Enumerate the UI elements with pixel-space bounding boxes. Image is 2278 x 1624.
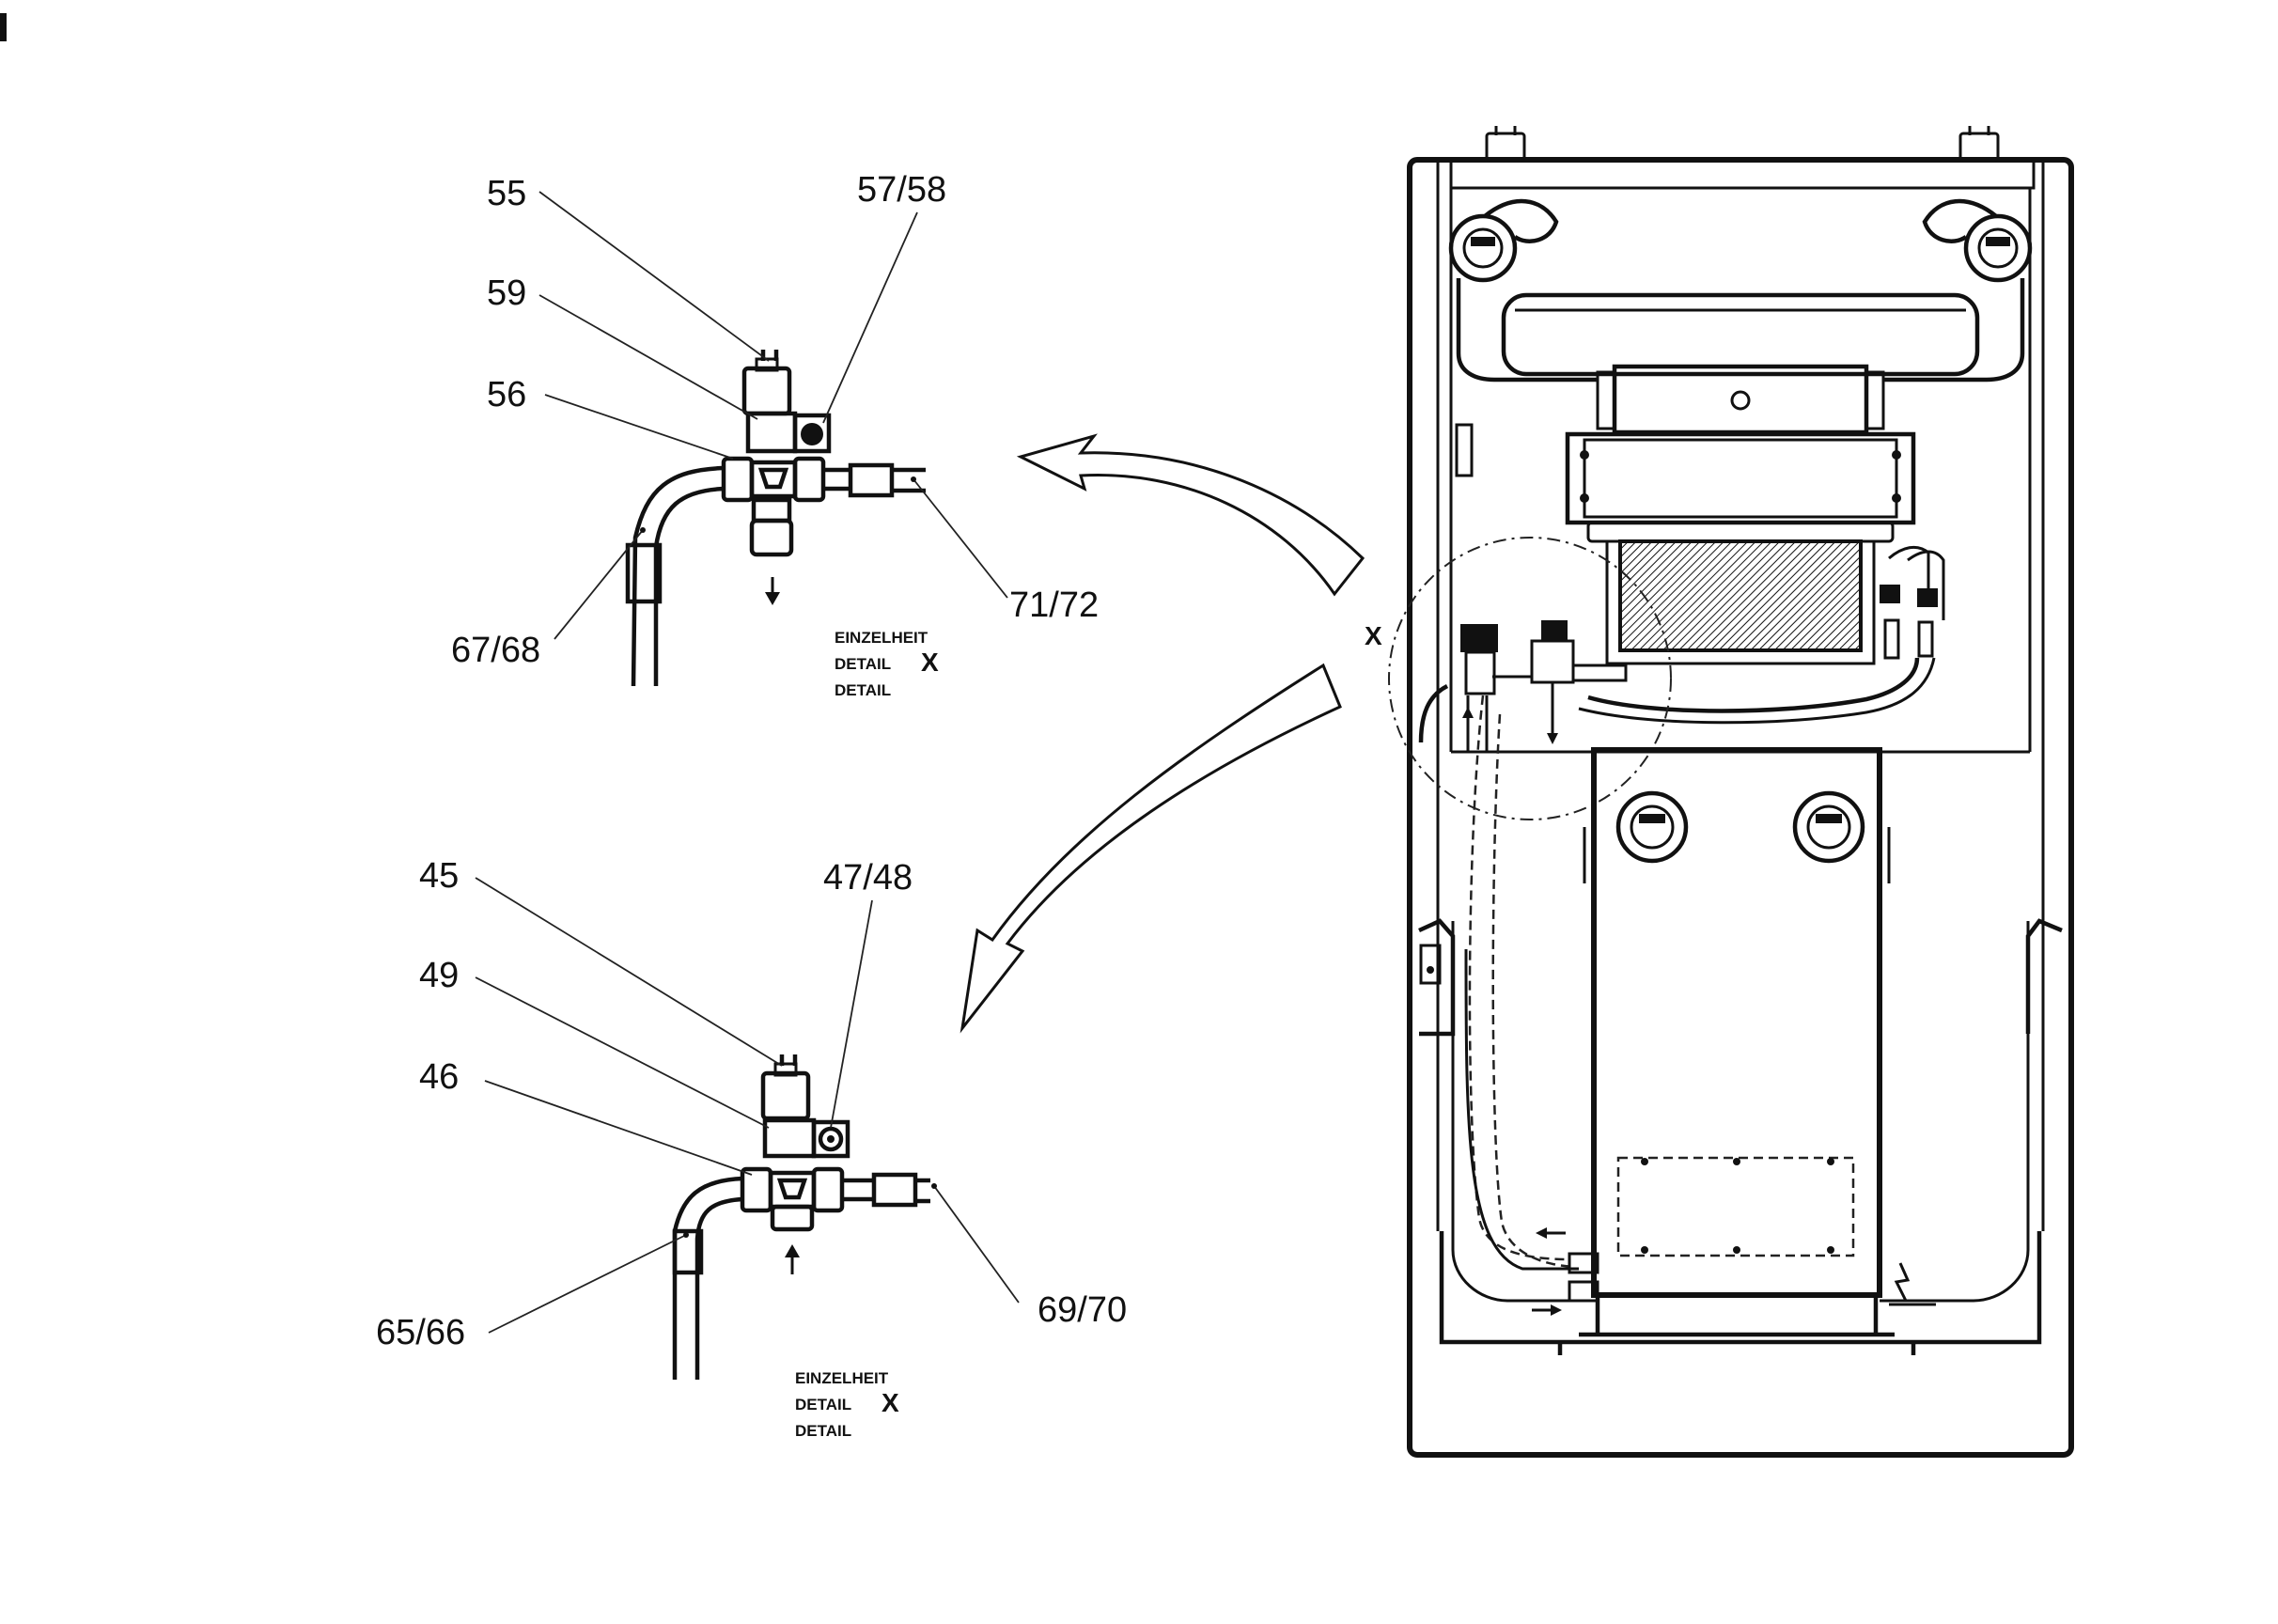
label-71-72: 71/72 — [1009, 586, 1099, 625]
detail-caption-top: EINZELHEIT DETAIL DETAIL X — [835, 629, 939, 699]
corner-mark — [0, 13, 7, 41]
svg-text:EINZELHEIT: EINZELHEIT — [835, 629, 928, 647]
valve-assembly-bottom — [672, 1054, 930, 1380]
electrical-symbol — [1894, 1262, 1911, 1302]
detail-bottom: 45 47/48 49 46 65/66 69/70 EINZELHEIT DE… — [376, 856, 1127, 1440]
svg-text:EINZELHEIT: EINZELHEIT — [795, 1369, 889, 1387]
label-67-68: 67/68 — [451, 631, 540, 670]
label-56: 56 — [487, 375, 526, 414]
detail-top: 55 57/58 59 56 67/68 71/72 EINZELHEIT DE… — [451, 170, 1099, 699]
svg-text:DETAIL: DETAIL — [795, 1422, 851, 1440]
svg-text:DETAIL: DETAIL — [795, 1396, 851, 1413]
callout-arrow-lower — [960, 663, 1342, 1034]
svg-text:DETAIL: DETAIL — [835, 655, 891, 673]
detail-caption-bottom: EINZELHEIT DETAIL DETAIL X — [795, 1369, 899, 1440]
label-57-58: 57/58 — [857, 170, 946, 210]
machine-overview: X — [1365, 126, 2074, 1458]
filter-element — [1618, 539, 1863, 652]
valve-assembly-top — [625, 350, 926, 687]
callout-arrow-upper — [1016, 433, 1365, 597]
svg-text:X: X — [882, 1388, 899, 1417]
svg-text:DETAIL: DETAIL — [835, 681, 891, 699]
valve-indicator-dot — [801, 423, 823, 445]
dashed-panel — [1616, 1156, 1855, 1257]
label-49: 49 — [419, 956, 459, 995]
label-47-48: 47/48 — [823, 858, 913, 898]
label-46: 46 — [419, 1057, 459, 1097]
svg-text:X: X — [921, 648, 939, 677]
label-65-66: 65/66 — [376, 1313, 465, 1352]
label-45: 45 — [419, 856, 459, 896]
label-69-70: 69/70 — [1038, 1290, 1127, 1330]
detail-marker-x: X — [1365, 621, 1382, 650]
detail-marker-circle — [1388, 537, 1672, 820]
label-59: 59 — [487, 273, 526, 313]
label-55: 55 — [487, 174, 526, 213]
